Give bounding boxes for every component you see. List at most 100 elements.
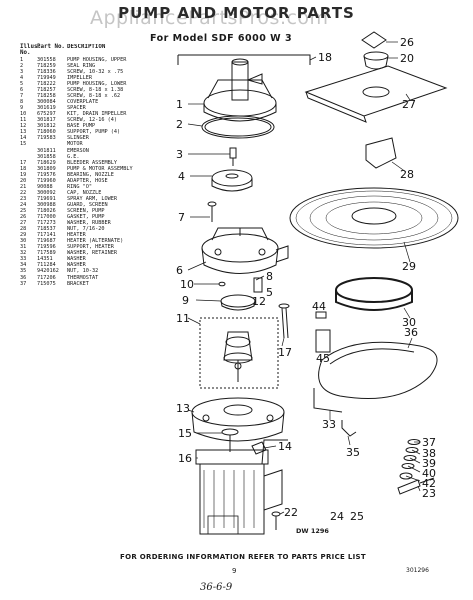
cell-part-no: 719687	[37, 238, 56, 245]
page-title: PUMP AND MOTOR PARTS	[118, 4, 355, 22]
cell-description: THERMOSTAT	[67, 274, 99, 281]
cell-part-no: 717141	[37, 232, 56, 239]
callout-10: 10	[180, 278, 194, 291]
guard-screen	[365, 137, 397, 169]
cell-part-no: 301619	[37, 105, 56, 112]
header-illus-no: Illus. No.	[20, 44, 41, 57]
cell-illus-no: 10	[20, 111, 27, 118]
cell-illus-no: 22	[20, 189, 27, 196]
cell-part-no: 301809	[37, 165, 56, 172]
cell-illus-no: 29	[20, 232, 27, 239]
cell-illus-no: 30	[20, 238, 27, 245]
cell-description: G.E.	[67, 153, 80, 160]
cell-illus-no: 26	[20, 214, 27, 221]
cell-illus-no: 12	[20, 123, 27, 130]
callout-5: 5	[266, 286, 273, 299]
callout-30: 30	[402, 316, 416, 329]
cell-description: NUT, 7/16-20	[67, 226, 105, 233]
cell-part-no: 301812	[37, 123, 56, 130]
page-number: 9	[232, 567, 237, 575]
cell-part-no: 300092	[37, 189, 56, 196]
callout-1: 1	[176, 98, 183, 111]
cell-part-no: 9420162	[37, 268, 59, 275]
washer-44	[315, 311, 327, 319]
cell-description: WASHER, RUBBER	[67, 220, 111, 227]
cell-part-no: 718336	[37, 68, 56, 75]
callout-22: 22	[284, 506, 298, 519]
cell-description: NUT, 10-32	[67, 268, 99, 275]
screw-10-32	[229, 147, 237, 166]
cell-part-no: 717206	[37, 274, 56, 281]
header-part-no: Part No.	[37, 44, 65, 50]
cell-illus-no: 18	[20, 165, 27, 172]
cell-illus-no: 8	[20, 99, 24, 106]
callout-4: 4	[178, 170, 185, 183]
cell-description: WASHER	[67, 262, 86, 269]
cell-part-no: 718060	[37, 129, 56, 136]
cell-description: BRACKET	[67, 280, 89, 287]
table-row: 8 300084 COVERPLATE	[20, 99, 170, 105]
watermark-text: AppliancePartsPros.com	[90, 7, 329, 29]
callout-36: 36	[404, 326, 418, 339]
page-subtitle: For Model SDF 6000 W 3	[150, 33, 293, 44]
cell-illus-no: 13	[20, 129, 27, 136]
handwritten-note: 36-6-9	[200, 582, 233, 593]
callout-35: 35	[346, 446, 360, 459]
cell-description: SEAL RING	[67, 62, 96, 69]
document-number: 301296	[406, 567, 429, 574]
cell-part-no: 717589	[37, 250, 56, 257]
cell-illus-no: 6	[20, 87, 24, 94]
assembly-bracket-line	[177, 54, 311, 65]
lower-spray-arm	[304, 65, 448, 123]
cell-description: WASHER	[67, 256, 86, 263]
cell-illus-no: 19	[20, 171, 27, 178]
cell-illus-no: 15	[20, 141, 27, 148]
cell-illus-no: 14	[20, 135, 27, 142]
base-pump	[199, 317, 279, 389]
cell-illus-no: 27	[20, 220, 27, 227]
parts-table-header: Illus. No. Part No. DESCRIPTION	[20, 44, 170, 57]
callout-11: 11	[176, 312, 190, 325]
cell-description: SCREW, 10-32 x .75	[67, 68, 124, 75]
cell-description: SCREW, 8-18 x 1.38	[67, 87, 124, 94]
cell-part-no: 719596	[37, 244, 56, 251]
motor	[195, 428, 288, 535]
callout-23: 23	[422, 487, 436, 500]
cell-description: KIT, DRAIN IMPELLER	[67, 111, 127, 118]
cell-part-no: 718257	[37, 87, 56, 94]
ordering-footer: FOR ORDERING INFORMATION REFER TO PARTS …	[120, 553, 366, 561]
cell-description: IMPELLER	[67, 74, 92, 81]
cell-description: EMERSON	[67, 147, 89, 154]
cell-illus-no: 5	[20, 81, 24, 87]
callout-15: 15	[178, 427, 192, 440]
nozzle-cap	[361, 31, 387, 49]
callout-13: 13	[176, 402, 190, 415]
callout-39: 39	[422, 457, 436, 470]
cell-illus-no: 7	[20, 93, 24, 100]
cell-part-no: 14351	[37, 256, 53, 263]
callout-20: 20	[400, 52, 414, 65]
drawing-number: DW 1296	[296, 527, 329, 535]
cell-description: SLINGER	[67, 135, 89, 142]
cell-description: COVERPLATE	[67, 99, 99, 106]
cell-part-no: 300084	[37, 99, 56, 106]
